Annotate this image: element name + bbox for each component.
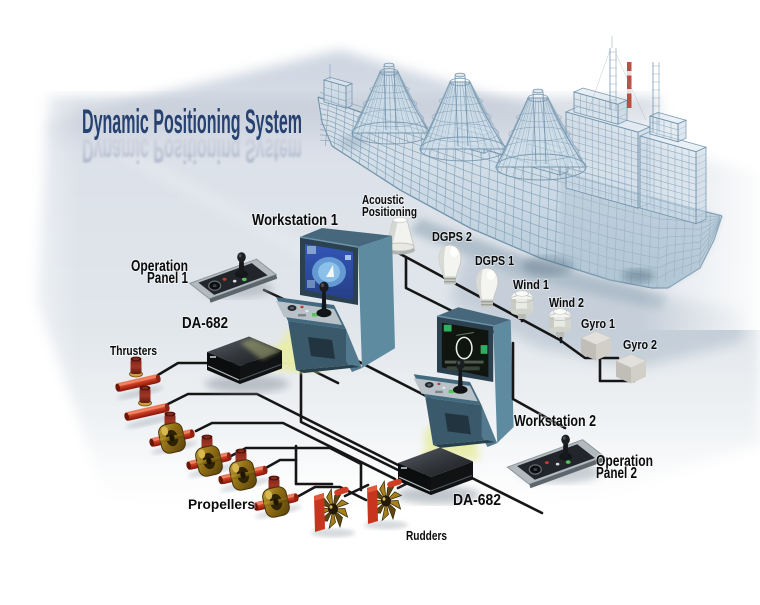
svg-text:Rudders: Rudders [406,529,447,543]
svg-text:Wind 2: Wind 2 [549,295,584,310]
svg-text:Workstation 1: Workstation 1 [252,212,338,229]
svg-text:Operation: Operation [131,258,188,275]
svg-text:Acoustic: Acoustic [362,192,404,207]
svg-text:Gyro 1: Gyro 1 [581,316,615,331]
svg-text:Gyro 2: Gyro 2 [623,337,657,352]
svg-text:Wind 1: Wind 1 [513,277,549,292]
svg-text:Propellers: Propellers [188,497,255,512]
svg-text:DGPS 2: DGPS 2 [432,229,472,244]
svg-text:Panel 1: Panel 1 [147,270,188,287]
svg-text:Dynamic Positioning System: Dynamic Positioning System [82,131,302,169]
svg-text:Operation: Operation [596,453,653,470]
svg-text:Thrusters: Thrusters [110,344,157,358]
svg-text:DGPS 1: DGPS 1 [475,253,514,268]
svg-text:Workstation 2: Workstation 2 [514,413,596,430]
svg-text:Dynamic Positioning System: Dynamic Positioning System [82,103,302,141]
svg-text:DA-682: DA-682 [182,315,228,332]
svg-text:DA-682: DA-682 [453,492,501,509]
svg-text:Positioning: Positioning [362,204,417,219]
svg-text:Panel 2: Panel 2 [596,465,637,482]
